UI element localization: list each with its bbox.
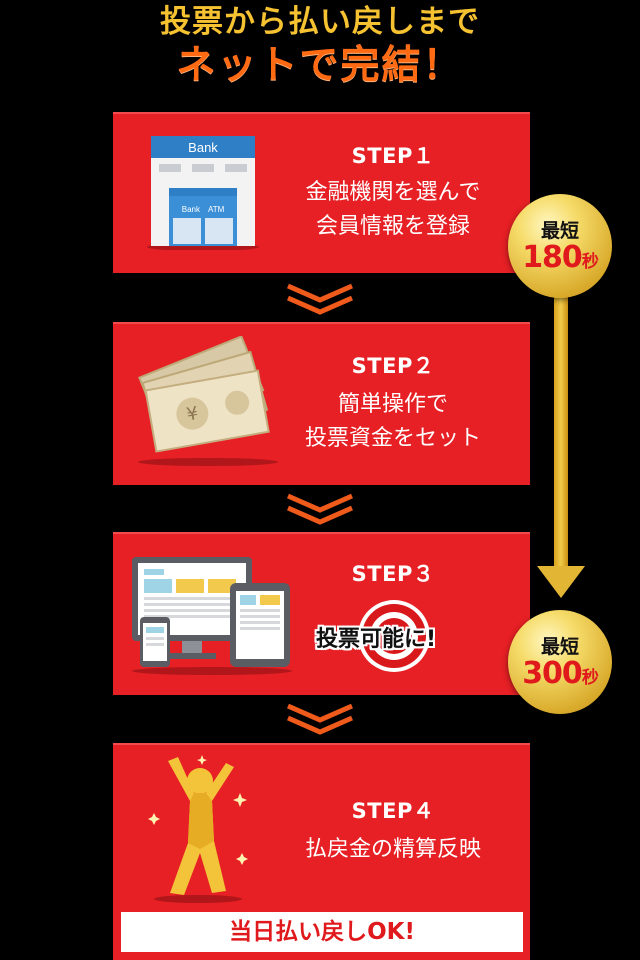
step-2-panel: ¥ STEP２ 簡単操作で 投票資金をセット	[113, 322, 530, 485]
step-2-description: 簡単操作で 投票資金をセット	[304, 392, 481, 451]
step-2-title: STEP２	[351, 354, 435, 378]
chevron-down-icon	[286, 283, 354, 315]
step-4-description: 払戻金の精算反映	[304, 837, 481, 862]
arrow-down-icon	[537, 566, 585, 598]
step-3-title: STEP３	[351, 562, 435, 586]
svg-text:Bank ATM: Bank ATM	[182, 205, 225, 214]
headline: 投票から払い戻しまで ネットで完結！	[0, 0, 640, 90]
badge-number: 180秒	[522, 240, 599, 275]
celebrating-person-icon	[148, 755, 248, 903]
chevron-down-icon	[286, 703, 354, 735]
badge-label: 最短	[540, 636, 579, 658]
step-1-panel: Bank Bank ATM STEP１ 金融機関を選んで 会員情報を登録	[113, 112, 530, 273]
same-day-payout-banner: 当日払い戻しOK!	[119, 910, 525, 954]
cash-bills-icon: ¥	[138, 336, 278, 466]
bank-building-icon: Bank Bank ATM	[147, 136, 259, 250]
step-1-description: 金融機関を選んで 会員情報を登録	[305, 180, 481, 239]
step-1-title: STEP１	[351, 144, 435, 168]
chevron-down-icon	[286, 493, 354, 525]
svg-text:Bank: Bank	[188, 140, 218, 155]
svg-text:¥: ¥	[185, 403, 200, 426]
time-badge-180: 最短 180秒	[508, 194, 612, 298]
headline-line1: 投票から払い戻しまで	[160, 4, 480, 40]
time-badge-300: 最短 300秒	[508, 610, 612, 714]
badge-label: 最短	[540, 220, 579, 242]
timeline-connector	[554, 292, 568, 570]
headline-line2: ネットで完結！	[176, 43, 464, 88]
devices-icon	[132, 557, 292, 675]
target-stamp-icon	[358, 600, 430, 672]
badge-number: 300秒	[522, 656, 599, 691]
step-4-title: STEP４	[351, 799, 435, 823]
step-3-stamp-label: 投票可能に!	[316, 627, 437, 652]
